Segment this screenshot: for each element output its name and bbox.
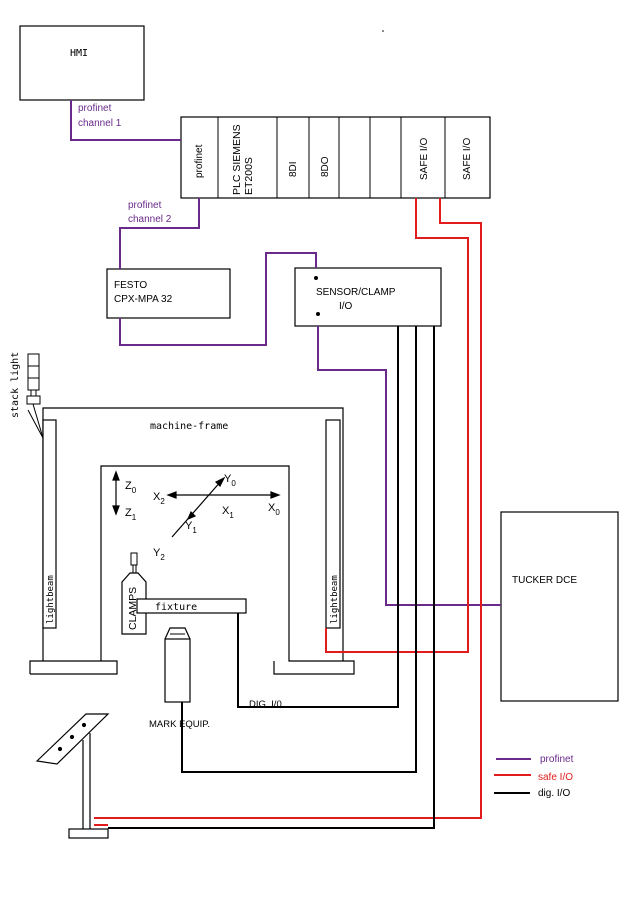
dig-io-wire-mark-equip	[181, 326, 417, 773]
hmi-label: HMI	[70, 48, 88, 59]
fixture: fixture	[136, 598, 247, 614]
axis-y0: Y0	[224, 473, 236, 488]
stray-dot	[382, 30, 384, 32]
lightbeam-left: lightbeam	[42, 419, 57, 629]
sensor-label-1: SENSOR/CLAMP	[316, 287, 396, 298]
plc-module-plc-siemens: PLC SIEMENS	[231, 124, 243, 195]
legend: profinet safe I/O dig. I/O	[494, 754, 574, 799]
machine-frame-label: machine-frame	[150, 421, 228, 432]
plc-module-safe-io-2: SAFE I/O	[462, 138, 473, 180]
axis-labels: Z0 Z1 X2 Y0 X1 X0 Y1 Y2	[125, 473, 280, 562]
dig-io-label: DIG. I/0	[249, 699, 282, 710]
profinet-ch2-label-1: profinet	[128, 200, 162, 211]
axis-y1: Y1	[185, 520, 197, 535]
profinet-ch1-label-2: channel 1	[78, 118, 122, 129]
operator-stand	[35, 713, 110, 839]
legend-dig-io: dig. I/O	[538, 788, 570, 799]
clamps: CLAMPS	[121, 552, 147, 635]
dig-io-wire-stand	[108, 326, 435, 829]
tucker-label: TUCKER DCE	[512, 575, 577, 586]
festo-label-1: FESTO	[114, 280, 147, 291]
legend-profinet: profinet	[540, 754, 574, 765]
sensor-node-top	[314, 276, 318, 280]
plc-rack: profinet PLC SIEMENS ET200S 8DI 8DO SAFE…	[180, 116, 491, 199]
festo-box: FESTO CPX-MPA 32	[106, 268, 231, 319]
safe-io-wires	[94, 198, 482, 826]
axis-x0: X0	[268, 502, 280, 517]
profinet-channel-2-wire	[119, 198, 200, 269]
mark-equip-label: MARK EQUIP.	[149, 719, 210, 730]
dig-io-wire-fixture	[237, 326, 399, 708]
plc-module-8di: 8DI	[288, 161, 299, 177]
legend-safe-io: safe I/O	[538, 772, 573, 783]
plc-module-et200s: ET200S	[243, 157, 255, 195]
safe-io-wire-b	[94, 198, 482, 819]
profinet-wires	[70, 100, 501, 606]
safe-io-wire-a	[325, 198, 469, 653]
festo-label-2: CPX-MPA 32	[114, 294, 173, 305]
dig-io-wires	[108, 326, 435, 829]
stack-light-label: stack light	[10, 352, 21, 418]
festo-to-sensor-wire	[119, 252, 317, 346]
axis-y2: Y2	[153, 547, 165, 562]
axis-x1: X1	[222, 505, 234, 520]
tucker-dce-box: TUCKER DCE	[500, 511, 619, 702]
mark-equip: MARK EQUIP.	[149, 627, 210, 730]
profinet-ch1-label-1: profinet	[78, 103, 112, 114]
sensor-to-tucker-wire	[317, 326, 501, 606]
plc-module-profinet: profinet	[194, 144, 205, 178]
axis-z1: Z1	[125, 507, 137, 522]
sensor-label-2: I/O	[339, 301, 353, 312]
profinet-channel-1-wire	[70, 100, 181, 141]
stack-light: stack light	[10, 352, 44, 439]
lightbeam-left-label: lightbeam	[46, 575, 56, 624]
axis-x2: X2	[153, 491, 165, 506]
sensor-clamp-io-box: SENSOR/CLAMP I/O	[294, 267, 442, 327]
sensor-node-bottom	[316, 312, 320, 316]
profinet-ch2-label-2: channel 2	[128, 214, 172, 225]
clamps-label: CLAMPS	[127, 587, 139, 630]
axes-diagram	[112, 470, 281, 538]
plc-module-safe-io-1: SAFE I/O	[419, 138, 430, 180]
hmi-box: HMI	[19, 25, 145, 101]
lightbeam-right-label: lightbeam	[330, 575, 340, 624]
lightbeam-right: lightbeam	[325, 419, 341, 629]
plc-module-8do: 8DO	[320, 156, 331, 177]
fixture-label: fixture	[155, 602, 197, 613]
axis-z0: Z0	[125, 480, 137, 495]
